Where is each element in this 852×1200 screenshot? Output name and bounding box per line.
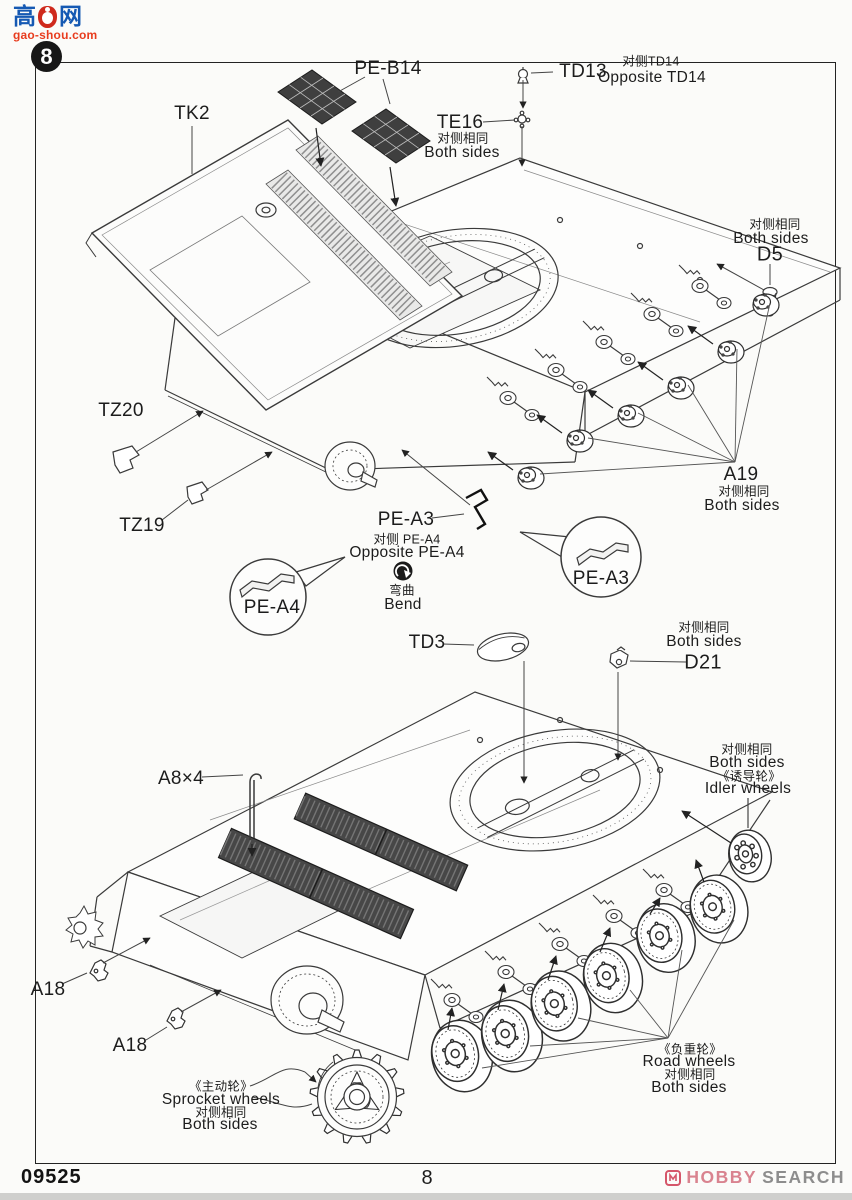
diagram-1	[85, 67, 842, 636]
turret-ring-2	[449, 728, 661, 852]
label-sprocket-cn1: 《主动轮》	[188, 1079, 254, 1094]
label-a8x4: A8×4	[157, 768, 205, 790]
label-idler-cn1: 对侧相同	[721, 742, 773, 757]
a8-pin	[247, 773, 262, 857]
label-road-en2: Both sides	[651, 1078, 727, 1096]
a19-hubs	[487, 293, 780, 490]
label-td14-cn: 对侧TD14	[622, 54, 680, 69]
tz20-part	[112, 445, 140, 474]
label-road-en1: Road wheels	[642, 1052, 736, 1070]
label-tz20: TZ20	[98, 400, 144, 422]
watermark-cn-left: 高	[13, 3, 36, 29]
label-pe-a3: PE-A3	[377, 509, 435, 531]
label-d21-cn: 对侧相同	[678, 620, 730, 635]
label-road-cn1: 《负重轮》	[657, 1042, 723, 1057]
brand-search: SEARCH	[762, 1167, 845, 1187]
label-d5: D5	[756, 243, 784, 266]
label-sprocket-en1: Sprocket wheels	[161, 1090, 281, 1108]
label-callout-pe-a3: PE-A3	[572, 568, 630, 590]
label-idler-en2: Idler wheels	[704, 779, 792, 797]
label-d5-en: Both sides	[733, 229, 809, 247]
label-te16-cn: 对侧相同	[437, 131, 489, 146]
sprocket-wheel	[309, 1049, 405, 1145]
page-number: 8	[421, 1167, 433, 1189]
label-d5-cn: 对侧相同	[749, 217, 801, 232]
road-wheels	[423, 859, 756, 1099]
te16-part	[513, 110, 531, 129]
watermark-url: gao-shou.com	[13, 28, 98, 42]
callout-pe-a4	[229, 556, 346, 636]
label-td14-en: Opposite TD14	[598, 68, 706, 86]
td3-part	[476, 632, 530, 662]
label-a18-upper: A18	[30, 979, 66, 1001]
label-pe-a4-cn: 对侧 PE-A4	[373, 532, 441, 547]
watermark-cn-right: 网	[59, 3, 82, 29]
label-tk2: TK2	[174, 103, 210, 125]
leader-lines-1	[135, 71, 771, 521]
label-bend-en: Bend	[384, 595, 422, 613]
label-road-cn2: 对侧相同	[664, 1067, 716, 1082]
label-pe-b14: PE-B14	[354, 58, 422, 80]
label-a19-cn: 对侧相同	[718, 484, 770, 499]
hobby-search-logo: HOBBY SEARCH	[665, 1167, 845, 1188]
label-te16-en: Both sides	[424, 143, 500, 161]
label-sprocket-en2: Both sides	[182, 1115, 258, 1133]
label-a19-en: Both sides	[704, 496, 780, 514]
watermark-logo: 高 网 gao-shou.com	[13, 3, 98, 42]
brand-hobby: HOBBY	[686, 1167, 758, 1187]
label-a19: A19	[723, 464, 759, 486]
label-pe-a4-en: Opposite PE-A4	[349, 543, 465, 561]
hobby-search-icon	[665, 1169, 682, 1186]
leader-lines-2	[61, 643, 687, 1108]
label-idler-en1: Both sides	[709, 753, 785, 771]
label-td13: TD13	[559, 61, 607, 83]
watermark-mascot-icon	[38, 5, 57, 28]
label-td3: TD3	[408, 632, 446, 654]
tk2-deck-plate	[85, 119, 464, 411]
idler-wheel	[681, 798, 777, 887]
label-sprocket-cn2: 对侧相同	[195, 1105, 247, 1120]
scan-edge-strip	[0, 1193, 852, 1200]
diagram-2	[61, 632, 777, 1145]
hull-2-body	[65, 691, 774, 1061]
label-tz19: TZ19	[119, 515, 165, 537]
a18-clip-upper	[89, 959, 109, 982]
page-border	[35, 62, 836, 1164]
label-idler-cn2: 《诱导轮》	[716, 769, 782, 784]
bend-icon	[393, 561, 413, 581]
label-a18-lower: A18	[112, 1035, 148, 1057]
label-d21: D21	[684, 651, 722, 674]
callout-pe-a3	[519, 516, 642, 598]
step-number-badge: 8	[31, 41, 62, 72]
d21-part	[609, 646, 629, 669]
kit-number: 09525	[21, 1166, 82, 1188]
label-d21-en: Both sides	[666, 632, 742, 650]
pe-a3-part	[465, 488, 489, 531]
label-bend-cn: 弯曲	[389, 583, 415, 598]
final-drive-housing	[270, 965, 345, 1035]
pe-b14-mesh-panels	[277, 69, 431, 207]
label-te16: TE16	[436, 112, 484, 134]
tz19-part	[186, 481, 209, 505]
label-callout-pe-a4: PE-A4	[243, 597, 301, 619]
